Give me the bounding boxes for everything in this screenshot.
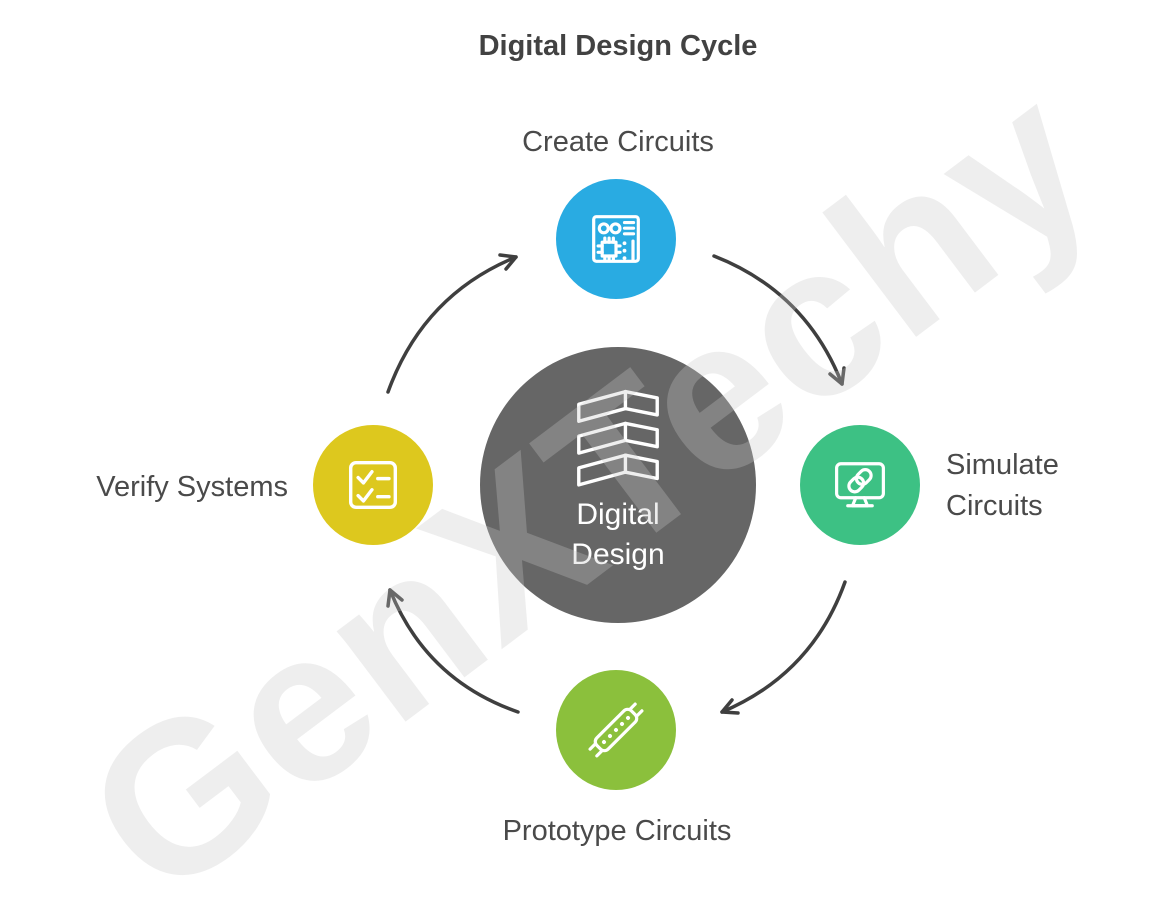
arrow-verify-to-create <box>386 255 518 394</box>
label-create-circuits: Create Circuits <box>522 126 714 158</box>
arrowhead-verify-to-create <box>498 253 518 271</box>
node-prototype-circuits <box>556 670 676 790</box>
circuit-board-icon <box>592 215 640 263</box>
label-verify-systems: Verify Systems <box>96 471 288 503</box>
node-verify-systems <box>313 425 433 545</box>
arrowhead-prototype-to-verify <box>386 588 404 608</box>
arrowhead-create-to-simulate <box>828 366 846 386</box>
arrow-prototype-to-verify <box>388 588 520 714</box>
center-hub-label: Digital Design <box>571 498 665 571</box>
arrow-simulate-to-prototype <box>720 580 847 714</box>
checklist-icon <box>348 460 398 510</box>
cycle-arrows-group <box>386 253 847 715</box>
label-prototype-circuits: Prototype Circuits <box>502 815 732 847</box>
center-hub-digital-design: Digital Design <box>480 347 756 623</box>
diagram-title: Digital Design Cycle <box>478 30 758 62</box>
arrow-create-to-simulate <box>712 254 844 386</box>
layer-stack-icon <box>577 389 659 487</box>
node-simulate-circuits <box>800 425 920 545</box>
component-strip-icon <box>588 702 644 758</box>
arrowhead-simulate-to-prototype <box>720 698 740 715</box>
label-simulate-circuits: Simulate Circuits <box>946 449 1059 522</box>
node-create-circuits <box>556 179 676 299</box>
monitor-link-icon <box>835 462 885 508</box>
